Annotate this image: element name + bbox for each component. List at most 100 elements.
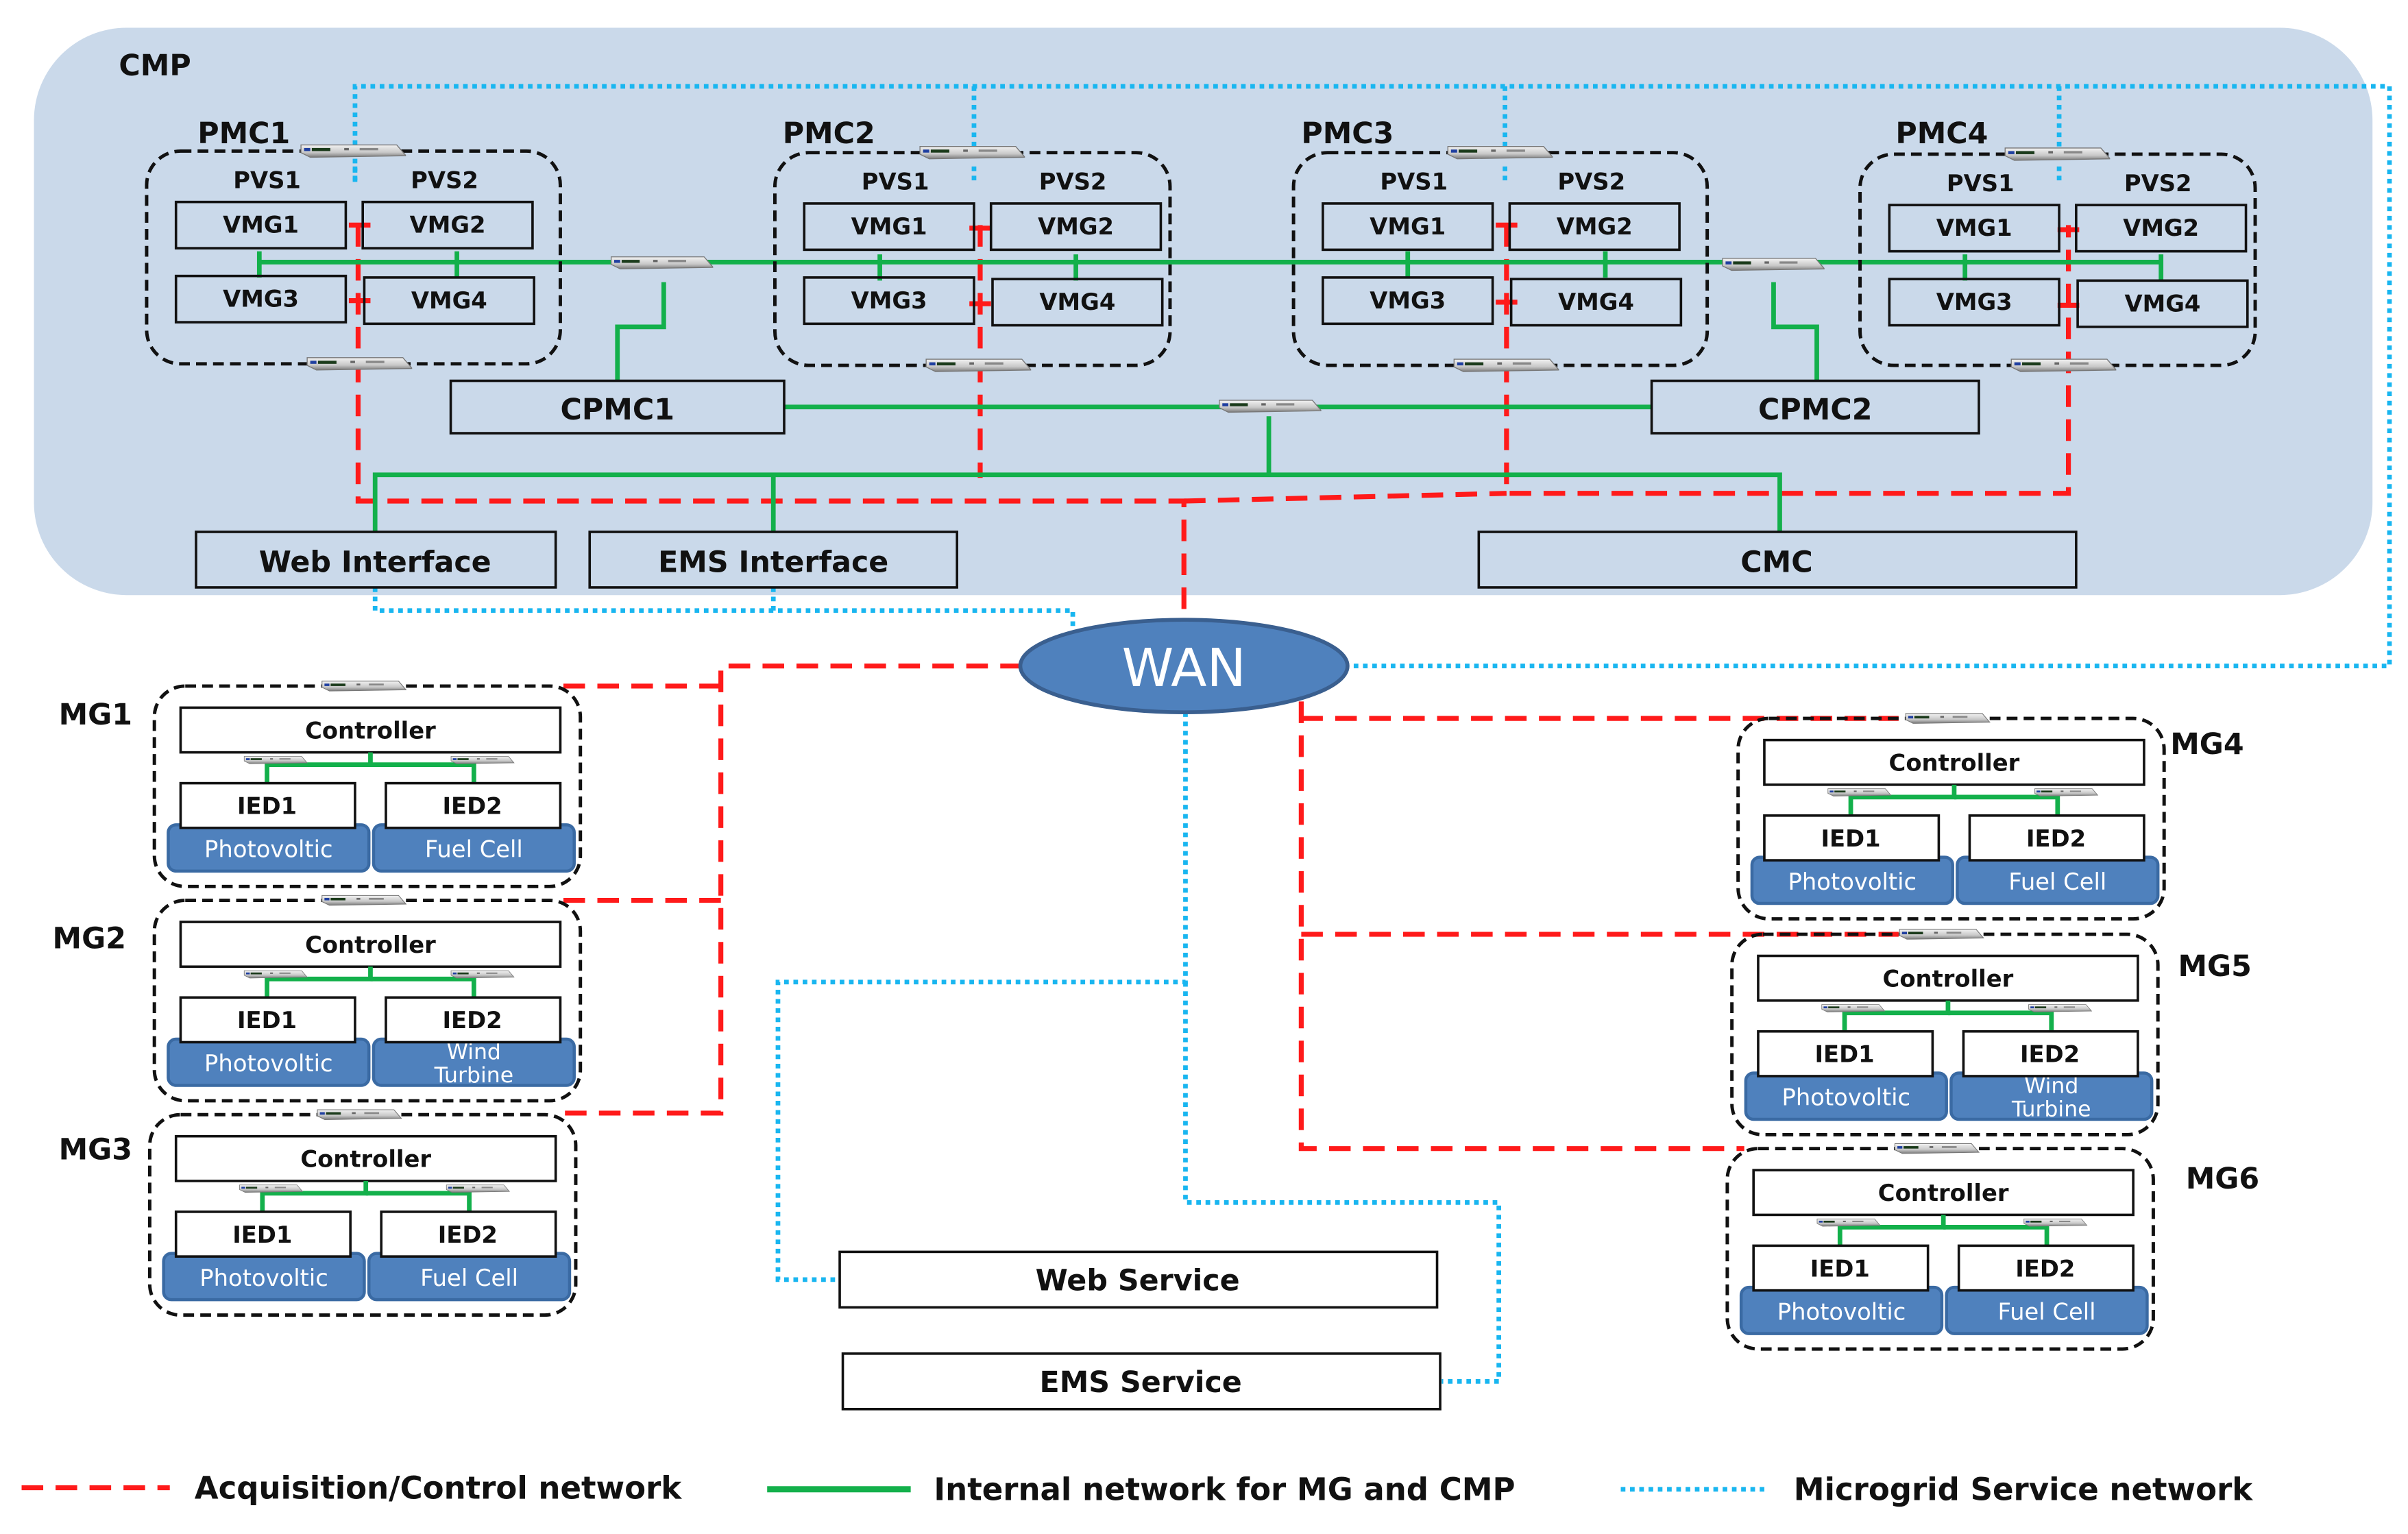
controller-box[interactable]: Controller xyxy=(179,706,562,754)
vmg-box[interactable]: VMG2 xyxy=(2075,204,2248,253)
svg-text:Web Service: Web Service xyxy=(1036,1264,1240,1298)
vmg-box[interactable]: VMG3 xyxy=(1322,276,1494,326)
svg-text:Controller: Controller xyxy=(305,932,436,958)
vmg-box[interactable]: VMG3 xyxy=(803,276,975,326)
svg-text:Controller: Controller xyxy=(300,1146,431,1173)
svg-text:CPMC2: CPMC2 xyxy=(1758,393,1872,427)
ied-box[interactable]: IED2 xyxy=(1957,1244,2135,1292)
wan-node[interactable]: WAN xyxy=(1018,618,1350,714)
vmg-box[interactable]: VMG2 xyxy=(1508,202,1681,252)
ied-box[interactable]: IED2 xyxy=(385,996,562,1044)
ied-box[interactable]: IED2 xyxy=(1962,1030,2139,1078)
vmg-box[interactable]: VMG4 xyxy=(2076,279,2249,328)
vmg-box[interactable]: VMG4 xyxy=(991,278,1164,327)
svg-text:VMG4: VMG4 xyxy=(1039,289,1115,315)
svg-text:VMG4: VMG4 xyxy=(411,287,487,314)
microgrid-label: MG5 xyxy=(2178,949,2251,984)
energy-source-tile[interactable]: Fuel Cell xyxy=(372,823,576,873)
energy-source-tile[interactable]: Fuel Cell xyxy=(1956,855,2160,905)
web-service-box[interactable]: Web Service xyxy=(838,1250,1439,1309)
svg-text:IED1: IED1 xyxy=(1821,825,1880,852)
svg-text:IED1: IED1 xyxy=(232,1221,292,1248)
legend-internal-label: Internal network for MG and CMP xyxy=(934,1472,1515,1508)
svg-text:Fuel Cell: Fuel Cell xyxy=(425,836,523,863)
svg-text:Fuel Cell: Fuel Cell xyxy=(420,1265,518,1291)
svg-text:WAN: WAN xyxy=(1122,638,1246,699)
vmg-box[interactable]: VMG1 xyxy=(1888,204,2060,253)
svg-text:VMG2: VMG2 xyxy=(410,212,486,239)
svg-text:VMG2: VMG2 xyxy=(1038,213,1114,240)
svg-text:IED2: IED2 xyxy=(443,793,502,820)
vmg-box[interactable]: VMG3 xyxy=(1888,278,2060,327)
energy-source-tile[interactable]: Fuel Cell xyxy=(1945,1285,2149,1335)
ied-switch-icon xyxy=(446,1184,511,1193)
internal-network-lines xyxy=(256,251,2164,532)
svg-text:VMG4: VMG4 xyxy=(2124,290,2200,317)
pvs2-label: PVS2 xyxy=(1039,169,1107,195)
energy-source-tile[interactable]: Photovoltic xyxy=(167,1037,371,1087)
ied-switch-icon xyxy=(243,755,308,765)
ied-box[interactable]: IED1 xyxy=(174,1210,352,1258)
controller-box[interactable]: Controller xyxy=(1757,954,2139,1002)
vmg-box[interactable]: VMG1 xyxy=(803,202,975,252)
controller-box[interactable]: Controller xyxy=(1763,738,2145,786)
vmg-box[interactable]: VMG2 xyxy=(361,200,534,249)
legend-service-label: Microgrid Service network xyxy=(1794,1472,2254,1508)
vmg-box[interactable]: VMG1 xyxy=(1322,202,1494,252)
microgrid-switch-icon xyxy=(321,680,407,692)
web-interface-box[interactable]: Web Interface xyxy=(195,531,557,589)
energy-source-tile[interactable]: Photovoltic xyxy=(1739,1285,1944,1335)
ied-box[interactable]: IED2 xyxy=(385,781,562,829)
legend-acquisition-label: Acquisition/Control network xyxy=(195,1470,683,1506)
ied-switch-icon xyxy=(239,1184,304,1193)
svg-text:Controller: Controller xyxy=(1883,966,2014,993)
ied-box[interactable]: IED1 xyxy=(179,781,356,829)
cpmc1-box[interactable]: CPMC1 xyxy=(449,379,786,435)
ied-box[interactable]: IED1 xyxy=(179,996,356,1044)
ied-box[interactable]: IED1 xyxy=(1757,1030,1934,1078)
vmg-box[interactable]: VMG2 xyxy=(989,202,1163,252)
svg-text:Fuel Cell: Fuel Cell xyxy=(2008,868,2106,895)
vmg-box[interactable]: VMG4 xyxy=(363,276,535,326)
vmg-box[interactable]: VMG1 xyxy=(174,200,348,249)
controller-box[interactable]: Controller xyxy=(174,1134,557,1182)
svg-text:CPMC1: CPMC1 xyxy=(561,393,674,427)
ied-box[interactable]: IED2 xyxy=(1968,814,2145,862)
svg-text:IED2: IED2 xyxy=(2015,1255,2075,1282)
vmg-box[interactable]: VMG3 xyxy=(174,274,348,324)
vmg-box[interactable]: VMG4 xyxy=(1509,278,1683,327)
ied-box[interactable]: IED1 xyxy=(1752,1244,1930,1292)
svg-text:EMS Interface: EMS Interface xyxy=(658,545,888,579)
ied-box[interactable]: IED1 xyxy=(1763,814,1941,862)
cmp-core-switch-icon xyxy=(1218,399,1322,413)
energy-source-tile[interactable]: Photovoltic xyxy=(167,823,371,873)
energy-source-tile[interactable]: Photovoltic xyxy=(1750,855,1954,905)
energy-source-tile[interactable]: Photovoltic xyxy=(162,1252,366,1302)
controller-box[interactable]: Controller xyxy=(1752,1169,2135,1217)
cpmc2-box[interactable]: CPMC2 xyxy=(1650,379,1980,435)
svg-text:Controller: Controller xyxy=(1889,750,2020,777)
energy-source-tile[interactable]: Fuel Cell xyxy=(367,1252,572,1302)
ied-switch-icon xyxy=(1821,1003,1886,1013)
ied-box[interactable]: IED2 xyxy=(380,1210,557,1258)
controller-box[interactable]: Controller xyxy=(179,921,562,969)
cmp-label: CMP xyxy=(119,49,191,83)
microgrid-switch-icon xyxy=(1899,928,1984,940)
ems-service-box[interactable]: EMS Service xyxy=(841,1352,1442,1411)
ems-interface-box[interactable]: EMS Interface xyxy=(588,531,958,589)
svg-text:Controller: Controller xyxy=(1878,1180,2009,1206)
cmc-box[interactable]: CMC xyxy=(1477,531,2078,589)
svg-text:VMG1: VMG1 xyxy=(223,212,299,239)
pmc-top-switch-icon xyxy=(2004,147,2111,162)
svg-text:VMG3: VMG3 xyxy=(1936,289,2012,315)
energy-source-tile[interactable]: Photovoltic xyxy=(1744,1071,1948,1121)
pvs2-label: PVS2 xyxy=(411,167,478,193)
